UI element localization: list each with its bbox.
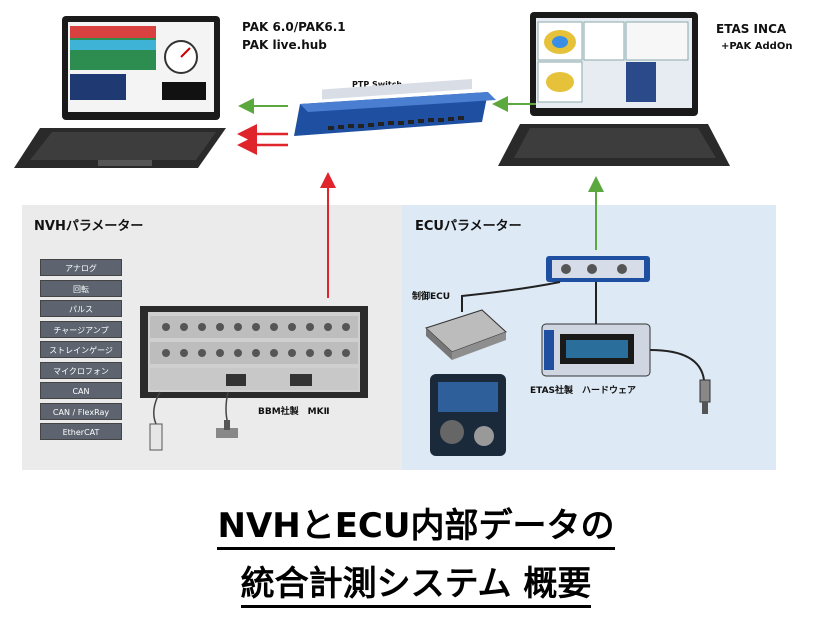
etas-laptop-icon <box>498 12 730 166</box>
ecu-panel-title: ECUパラメーター <box>415 219 522 234</box>
title-line-2: 統合計測システム 概要 <box>0 556 832 608</box>
title-line-1: NVHとECU内部データの <box>0 498 832 550</box>
nvh-param-item: CAN / FlexRay <box>40 402 122 420</box>
etas-hardware-label: ETAS社製 ハードウェア <box>530 386 637 396</box>
title-line-2-text: 統合計測システム 概要 <box>240 564 592 608</box>
sensor-icon-2 <box>216 391 238 438</box>
etas-label-line1: ETAS INCA <box>716 22 787 36</box>
ecu-device-label: 制御ECU <box>412 292 451 302</box>
nvh-param-item: CAN <box>40 382 122 399</box>
nvh-param-item: チャージアンプ <box>40 320 122 338</box>
pak-label-line2: PAK live.hub <box>242 38 327 52</box>
ecu-box-icon <box>425 309 507 360</box>
etas-module-icon <box>546 256 650 282</box>
system-diagram <box>14 12 730 456</box>
nvh-param-item: アナログ <box>40 259 122 276</box>
sensor-icon-1 <box>149 391 163 451</box>
pak-label-line1: PAK 6.0/PAK6.1 <box>242 20 346 34</box>
mk2-label: BBM社製 MKⅡ <box>258 407 330 417</box>
sensor-icon-3 <box>699 379 711 414</box>
nvh-param-item: マイクロフォン <box>40 361 122 379</box>
etas-label-line2: +PAK AddOn <box>721 41 793 52</box>
etas-hardware-icon <box>541 323 651 377</box>
nvh-param-item: EtherCAT <box>40 423 122 440</box>
ptp-switch-label: PTP Switch <box>352 80 403 89</box>
nvh-param-item: パルス <box>40 300 122 317</box>
nvh-param-item: ストレインゲージ <box>40 341 122 358</box>
ptp-switch-icon <box>294 78 496 136</box>
engine-icon <box>430 374 506 456</box>
nvh-param-item: 回転 <box>40 279 122 297</box>
nvh-panel-title: NVHパラメーター <box>34 219 144 234</box>
pak-laptop-icon <box>14 16 226 168</box>
title-line-1-text: NVHとECU内部データの <box>217 506 615 550</box>
mk2-device-icon <box>140 306 368 398</box>
